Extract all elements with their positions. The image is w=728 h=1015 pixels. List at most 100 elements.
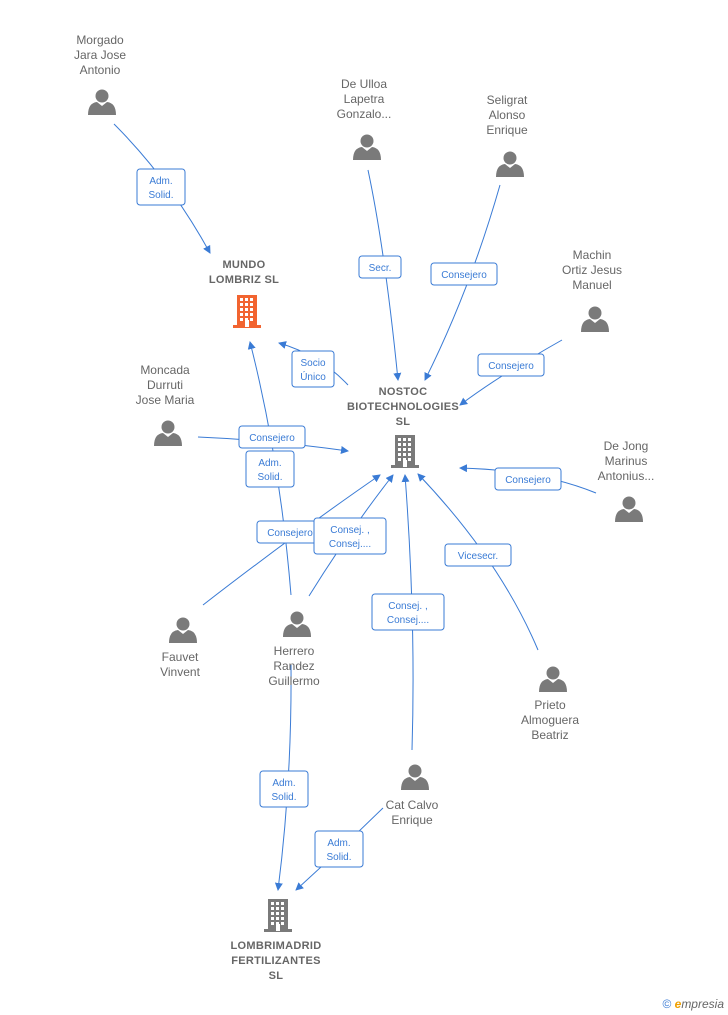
person-name-line: Alonso [489, 108, 526, 122]
edge-label-box [291, 350, 335, 388]
edge-label-moncada-nostoc[interactable]: Consejero [238, 425, 306, 449]
person-name-line: Enrique [391, 813, 433, 827]
person-icon [496, 151, 524, 177]
edge-label-deulloa-nostoc[interactable]: Secr. [358, 255, 402, 279]
person-icon [88, 89, 116, 115]
edge-label-text: Consejero [488, 361, 534, 372]
person-icon [353, 134, 381, 160]
company-name-line: MUNDO [222, 259, 265, 271]
edge-label-box [358, 255, 402, 279]
person-icon [154, 420, 182, 446]
person-icon [581, 306, 609, 332]
edge-label-seligrat-nostoc[interactable]: Consejero [430, 262, 498, 286]
edge-label-text: Consej. , [330, 525, 369, 536]
edge-label-herrero-nostoc[interactable]: Consej. , Consej.... [313, 517, 387, 555]
edge-seligrat-to-nostoc [424, 184, 501, 381]
person-name-line: Marinus [605, 454, 648, 468]
edge-label-box [444, 543, 512, 567]
company-name-line: SL [396, 416, 411, 428]
company-name-line: BIOTECHNOLOGIES [347, 401, 459, 413]
edge-label-box [136, 168, 186, 206]
person-name-line: De Ulloa [341, 77, 387, 91]
edge-label-text: Consejero [441, 270, 487, 281]
edge-label-dejong-nostoc[interactable]: Consejero [494, 467, 562, 491]
company-name-line: FERTILIZANTES [231, 955, 320, 967]
edge-label-text: Adm. [272, 778, 295, 789]
edge-label-text: Adm. [258, 458, 281, 469]
person-name-line: Guillermo [268, 674, 320, 688]
person-name-line: Morgado [76, 33, 124, 47]
person-name-line: Fauvet [162, 650, 199, 664]
company-name-line: LOMBRIMADRID [231, 940, 322, 952]
edge-label-box [494, 467, 562, 491]
person-name-line: Lapetra [344, 92, 385, 106]
company-name-line: LOMBRIZ SL [209, 274, 279, 286]
person-name-line: Herrero [274, 644, 315, 658]
person-icon [615, 496, 643, 522]
edge-label-herrero-mundo[interactable]: Adm.Solid. [245, 450, 295, 488]
edge-label-catcalvo-lombri[interactable]: Adm.Solid. [314, 830, 364, 868]
company-name-line: SL [269, 970, 284, 982]
edge-label-box [430, 262, 498, 286]
edge-label-text: Único [300, 370, 326, 383]
edge-label-text: Consejero [505, 475, 551, 486]
edge-label-herrero-lombri[interactable]: Adm.Solid. [259, 770, 309, 808]
edge-label-text: Secr. [369, 263, 392, 274]
edge-label-catcalvo-nostoc[interactable]: Consej. , Consej.... [371, 593, 445, 631]
company-node-lombri[interactable]: LOMBRIMADRID FERTILIZANTES SL [231, 899, 322, 982]
person-name-line: Jose Maria [136, 393, 195, 407]
person-name-line: Ortiz Jesus [562, 263, 622, 277]
person-node-deulloa[interactable]: De UlloaLapetraGonzalo... [337, 77, 392, 160]
edge-label-text: Solid. [326, 852, 351, 863]
building-icon [391, 435, 419, 468]
person-name-line: Prieto [534, 698, 566, 712]
company-name-line: NOSTOC [379, 386, 428, 398]
edge-label-box [238, 425, 306, 449]
person-name-line: Machin [573, 248, 612, 262]
edge-label-text: Vicesecr. [458, 551, 498, 562]
edge-label-box [371, 593, 445, 631]
person-name-line: Almoguera [521, 713, 579, 727]
edge-label-text: Solid. [148, 190, 173, 201]
company-node-mundo[interactable]: MUNDO LOMBRIZ SL [209, 259, 279, 328]
person-node-dejong[interactable]: De JongMarinusAntonius... [598, 439, 655, 522]
person-name-line: Beatriz [531, 728, 568, 742]
person-icon [539, 666, 567, 692]
person-name-line: Gonzalo... [337, 107, 392, 121]
brand-e: e [674, 997, 682, 1011]
company-node-nostoc[interactable]: NOSTOC BIOTECHNOLOGIES SL [347, 386, 459, 468]
edge-label-text: Consej.... [387, 615, 429, 626]
edge-label-prieto-nostoc[interactable]: Vicesecr. [444, 543, 512, 567]
person-name-line: De Jong [604, 439, 649, 453]
edge-label-text: Consejero [249, 433, 295, 444]
edge-label-box [259, 770, 309, 808]
person-name-line: Manuel [572, 278, 611, 292]
edge-label-fauvet-nostoc[interactable]: Consejero [256, 520, 324, 544]
person-name-line: Moncada [140, 363, 190, 377]
edge-label-text: Adm. [149, 176, 172, 187]
person-name-line: Vinvent [160, 665, 200, 679]
edge-label-morgado-mundo[interactable]: Adm. Solid. [136, 168, 186, 206]
person-name-line: Cat Calvo [386, 798, 439, 812]
person-icon [283, 611, 311, 637]
person-name-line: Jara Jose [74, 48, 126, 62]
edge-label-text: Consej. , [388, 601, 427, 612]
brand-name: mpresia [681, 997, 724, 1011]
person-icon [169, 617, 197, 643]
edge-label-text: Consej.... [329, 539, 371, 550]
edge-label-box [245, 450, 295, 488]
person-name-line: Seligrat [487, 93, 528, 107]
edge-label-box [477, 353, 545, 377]
footer-brand[interactable]: © empresia [662, 997, 724, 1011]
edge-label-machin-nostoc[interactable]: Consejero [477, 353, 545, 377]
